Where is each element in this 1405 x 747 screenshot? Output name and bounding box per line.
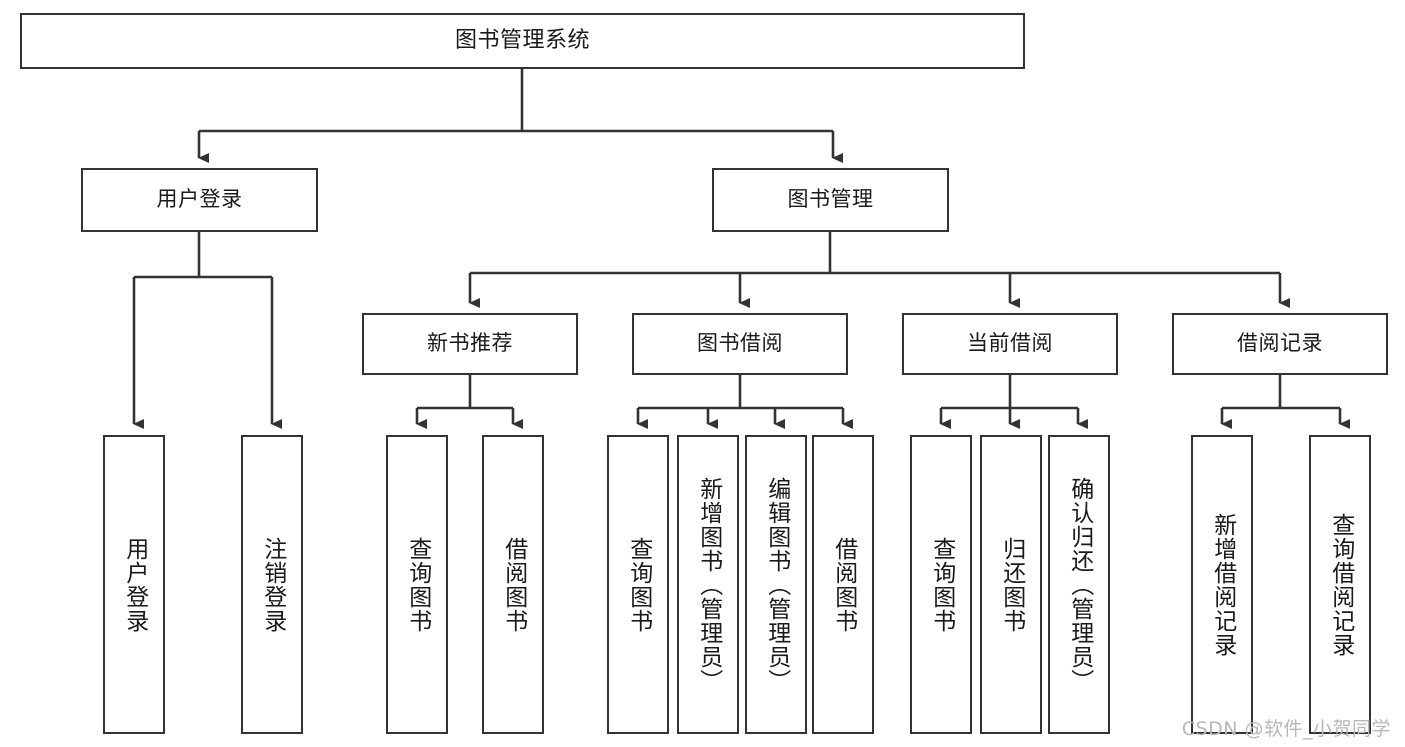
node-leaf-borrow-book-1[interactable]: 借阅图书: [482, 435, 544, 734]
node-root-book-management-system[interactable]: 图书管理系统: [20, 13, 1025, 69]
node-label: 图书借阅: [697, 331, 783, 356]
node-book-manage[interactable]: 图书管理: [712, 168, 949, 232]
node-label: 查询图书: [928, 536, 955, 633]
node-label: 用户登录: [156, 187, 243, 212]
node-label: 借阅图书: [500, 536, 527, 633]
node-label: 查询图书: [404, 536, 431, 633]
node-label: 查询借阅记录: [1327, 512, 1354, 657]
node-leaf-edit-book[interactable]: 编辑图书（管理员）: [745, 435, 807, 734]
node-label: 图书管理: [787, 187, 874, 212]
node-book-borrow[interactable]: 图书借阅: [632, 313, 848, 375]
node-leaf-query-book-1[interactable]: 查询图书: [386, 435, 448, 734]
node-leaf-return-book[interactable]: 归还图书: [980, 435, 1042, 734]
node-borrow-record[interactable]: 借阅记录: [1172, 313, 1388, 375]
node-label: 确认归还（管理员）: [1066, 476, 1093, 693]
node-current-borrow[interactable]: 当前借阅: [902, 313, 1118, 375]
node-leaf-user-login[interactable]: 用户登录: [103, 435, 165, 734]
node-label: 查询图书: [625, 536, 652, 633]
node-leaf-query-record[interactable]: 查询借阅记录: [1309, 435, 1371, 734]
node-leaf-add-record[interactable]: 新增借阅记录: [1191, 435, 1253, 734]
node-label: 借阅记录: [1237, 331, 1323, 356]
node-label: 归还图书: [998, 536, 1025, 633]
node-label: 编辑图书（管理员）: [763, 476, 790, 693]
node-label: 注销登录: [259, 536, 286, 633]
node-leaf-query-book-3[interactable]: 查询图书: [910, 435, 972, 734]
node-label: 当前借阅: [967, 331, 1053, 356]
node-label: 新增图书（管理员）: [695, 476, 722, 693]
node-leaf-query-book-2[interactable]: 查询图书: [607, 435, 669, 734]
node-user-login[interactable]: 用户登录: [81, 168, 318, 232]
node-leaf-logout[interactable]: 注销登录: [241, 435, 303, 734]
node-label: 借阅图书: [830, 536, 857, 633]
node-label: 新书推荐: [427, 331, 513, 356]
node-leaf-confirm-return[interactable]: 确认归还（管理员）: [1048, 435, 1110, 734]
node-label: 新增借阅记录: [1209, 512, 1236, 657]
node-label: 用户登录: [121, 536, 148, 633]
node-leaf-borrow-book-2[interactable]: 借阅图书: [812, 435, 874, 734]
node-label: 图书管理系统: [454, 27, 590, 53]
node-leaf-add-book[interactable]: 新增图书（管理员）: [677, 435, 739, 734]
node-new-book-recommend[interactable]: 新书推荐: [362, 313, 578, 375]
